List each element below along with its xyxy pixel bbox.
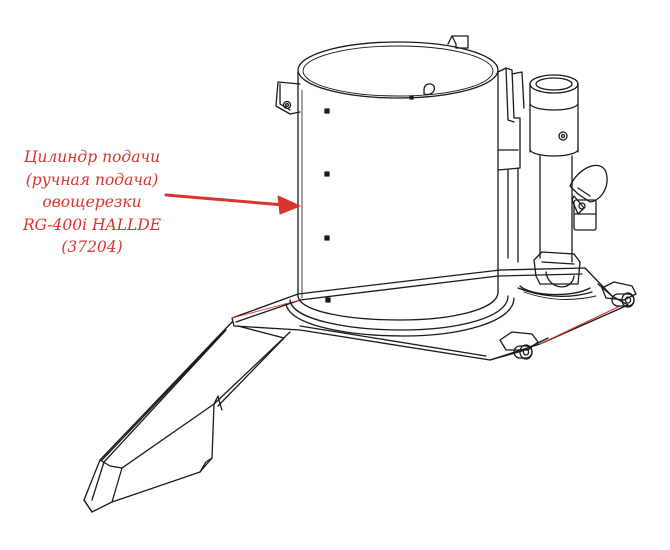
base-plate	[231, 267, 629, 361]
feed-cylinder	[275, 35, 515, 337]
pointer-arrow	[164, 193, 301, 215]
callout-line-5: (37204)	[61, 238, 123, 256]
rear-column	[497, 67, 608, 296]
callout-label: Цилиндр подачи (ручная подача) овощерезк…	[4, 146, 180, 259]
roller-foot-right	[601, 281, 637, 308]
callout-line-2: (ручная подача)	[25, 170, 159, 189]
callout-line-1: Цилиндр подачи	[23, 148, 161, 166]
callout-line-3: овощерезки	[42, 193, 142, 211]
feed-chute	[83, 321, 291, 513]
callout-line-4: RG-400i HALLDE	[22, 215, 162, 234]
roller-foot-front	[499, 331, 539, 360]
